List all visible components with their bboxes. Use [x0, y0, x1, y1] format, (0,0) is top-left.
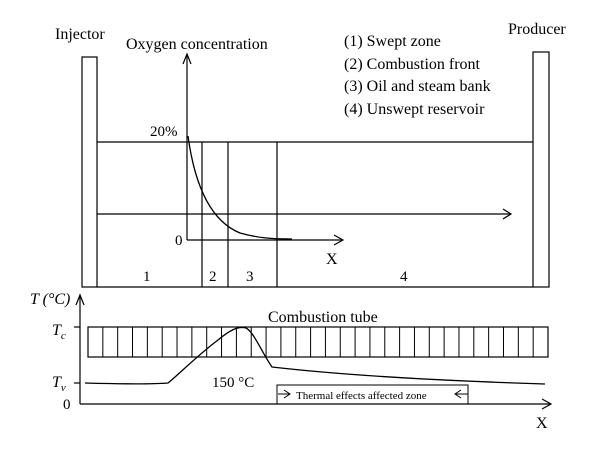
temperature-profile-curve	[84, 326, 546, 385]
temperature-x-arrowhead	[541, 398, 553, 410]
oxygen-x-arrowhead	[333, 234, 345, 246]
temperature-axis-label: T (°C)	[30, 291, 70, 308]
producer-well	[532, 51, 550, 288]
producer-label: Producer	[508, 21, 566, 38]
legend-item: (4) Unswept reservoir	[344, 101, 485, 118]
oxygen-zero-label: 0	[175, 233, 183, 249]
thermal-effects-label: Thermal effects affected zone	[296, 390, 427, 402]
zone-label: 2	[209, 269, 217, 285]
legend-item: (3) Oil and steam bank	[344, 78, 491, 95]
legend-item: (2) Combustion front	[344, 56, 481, 73]
injector-well	[81, 56, 98, 288]
combustion-tube	[87, 326, 549, 358]
thermal-zone-arrowhead-left	[283, 389, 291, 399]
combustion-tube-segments	[102, 327, 534, 357]
injector-label: Injector	[55, 26, 105, 43]
zone-label: 1	[143, 269, 151, 285]
temperature-y-arrowhead	[75, 293, 85, 306]
combustion-tube-label: Combustion tube	[268, 309, 378, 326]
oxygen-y-arrowhead	[182, 52, 192, 65]
oxygen-concentration-label: Oxygen concentration	[126, 36, 268, 53]
tv-label: Tv	[52, 374, 66, 394]
legend-item: (1) Swept zone	[344, 33, 441, 50]
thermal-zone-arrowhead-right	[454, 389, 462, 399]
zone-label: 4	[400, 269, 408, 285]
x-axis-top-label: X	[326, 251, 338, 268]
temperature-150-label: 150 °C	[212, 375, 254, 391]
oxygen-max-label: 20%	[150, 124, 178, 140]
flow-arrow-head	[502, 208, 513, 220]
tc-label: Tc	[52, 322, 66, 342]
oxygen-concentration-curve	[187, 135, 293, 240]
t-zero-label: 0	[63, 397, 71, 413]
x-axis-bottom-label: X	[536, 415, 548, 432]
zone-label: 3	[246, 269, 254, 285]
